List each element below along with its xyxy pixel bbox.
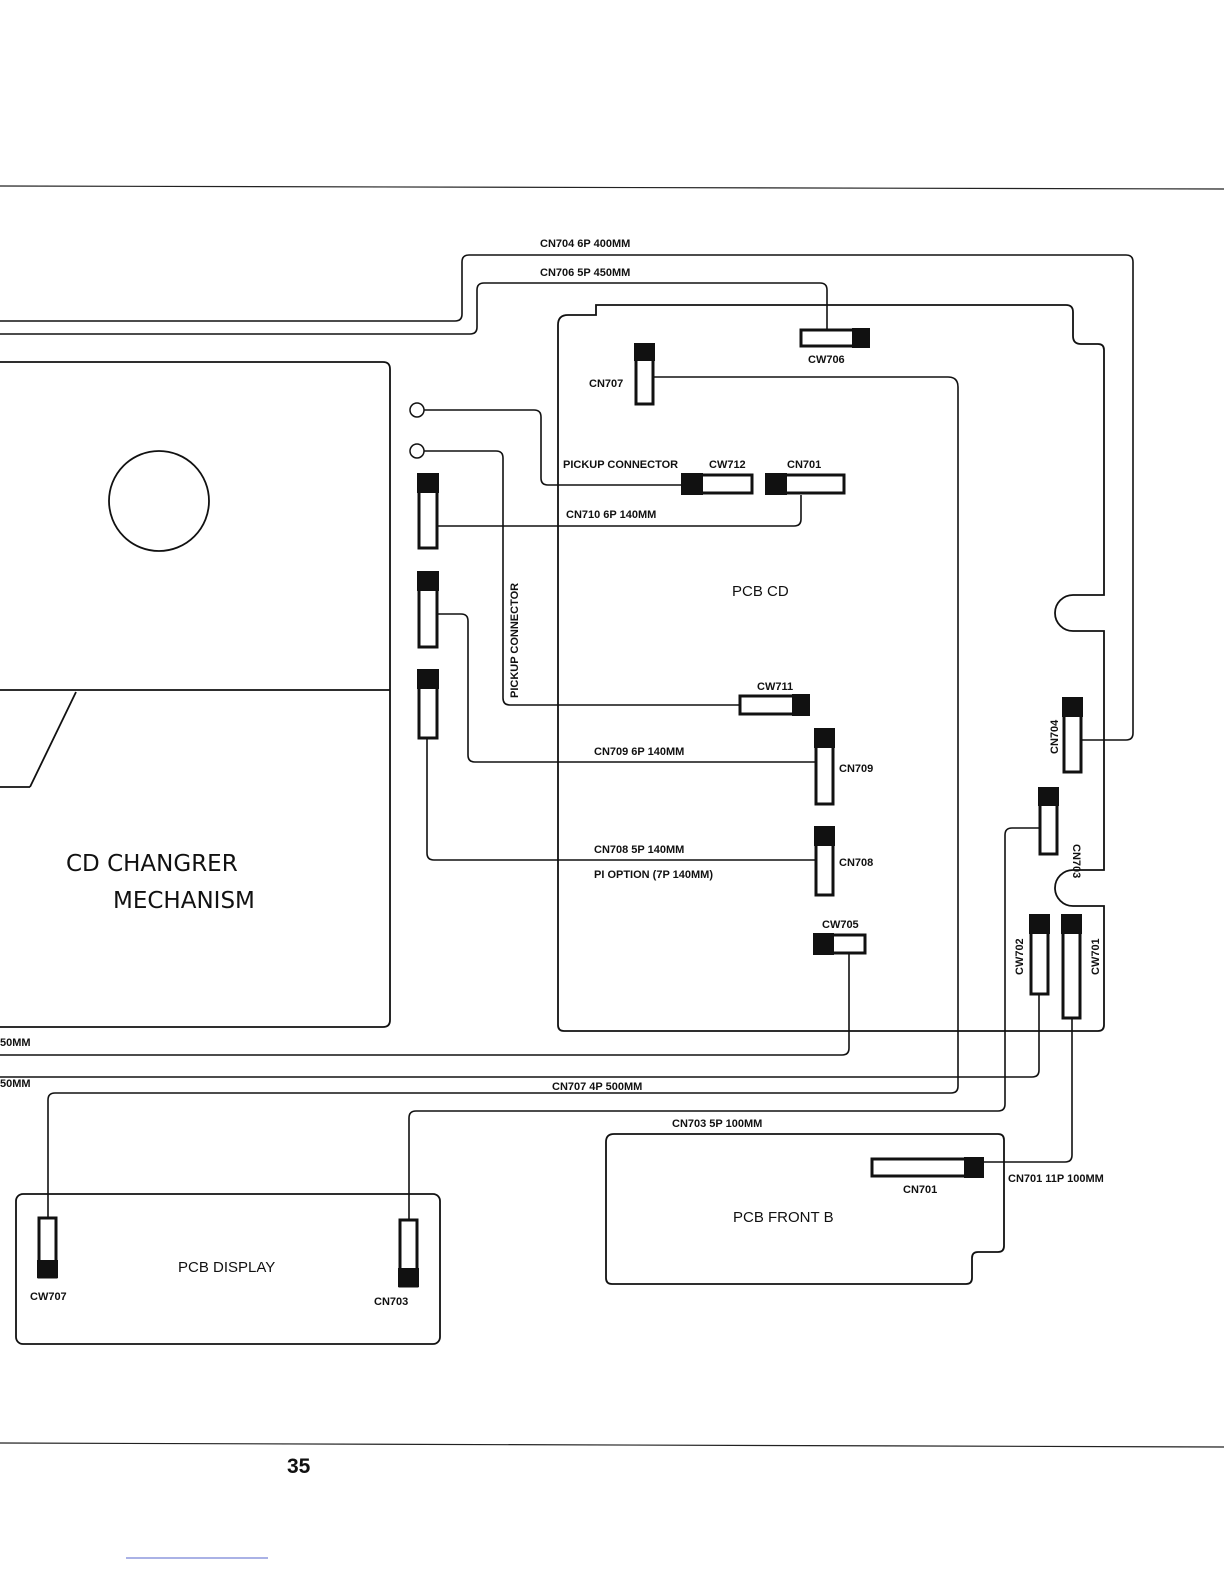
pcb-cd-label: PCB CD [732,583,789,600]
cn708-mech-connector [417,669,439,740]
connector-label-cw701-edge: CW701 [1090,938,1102,975]
cn707-cd-connector [634,343,655,406]
pcb-cd-outline [557,304,1105,1032]
connector-label-cw706: CW706 [808,354,845,366]
cable-label-cn701: CN701 11P 100MM [1008,1173,1104,1185]
pcb-front-b-outline [605,1133,1005,1285]
pcb-display-label: PCB DISPLAY [178,1259,275,1276]
connector-label-cn701: CN701 [787,459,821,471]
cable-label-cn709: CN709 6P 140MM [594,746,684,758]
cw712-connector [681,473,754,495]
cn701-cd-connector [765,473,846,495]
cn709-connector [814,728,835,806]
cable-label-cn703: CN703 5P 100MM [672,1118,762,1130]
connector-label-cn708: CN708 [839,857,873,869]
connector-label-cw711: CW711 [757,681,793,693]
disc-spindle-outline [108,450,210,552]
cn701-front-connector [870,1157,984,1178]
connector-label-cn701-front: CN701 [903,1184,937,1196]
mechanism-label-line1: CD CHANGRER [66,851,238,877]
connector-label-cw702-edge: CW702 [1014,938,1026,975]
pcb-display-outline [15,1193,441,1345]
pickup-terminal-2 [409,443,425,459]
cn704-edge-connector [1062,697,1083,774]
mechanism-label-line2: MECHANISM [113,888,255,914]
cd-changer-mechanism [0,361,425,1028]
cn709-mech-connector [417,571,439,649]
cable-label-cn708: CN708 5P 140MM [594,844,684,856]
connector-label-cn709: CN709 [839,763,873,775]
page-number: 35 [287,1455,311,1478]
cn710-mech-connector [417,473,439,550]
pcb-front-b-label: PCB FRONT B [733,1209,834,1226]
connector-label-cn703-display: CN703 [374,1296,408,1308]
cable-label-cn707: CN707 4P 500MM [552,1081,642,1093]
connector-label-cn703-edge: CN703 [1070,844,1082,878]
cw701-edge-connector [1061,914,1082,1020]
bottom-rule [0,1442,1224,1448]
wire-harness [0,254,1134,1220]
cable-label-cn704: CN704 6P 400MM [540,238,630,250]
connector-label-cw707-display: CW707 [30,1291,67,1303]
connector-label-cw705: CW705 [822,919,859,931]
connector-label-cn707: CN707 [589,378,623,390]
connector-label-cn704-edge: CN704 [1049,719,1061,754]
cn703-display-connector [398,1218,419,1288]
cw705-connector [813,933,867,955]
cable-label-left-lower: 50MM [0,1078,31,1090]
cn708-connector [814,826,835,897]
pickup-connector-label: PICKUP CONNECTOR [563,459,678,471]
top-rule [0,185,1224,190]
cn703-edge-connector [1038,787,1059,856]
cw706-connector [799,328,870,348]
cw711-connector [738,694,810,716]
cw707-display-connector [37,1216,58,1279]
cable-label-left-upper: 50MM [0,1037,31,1049]
cable-label-cn706: CN706 5P 450MM [540,267,630,279]
cw702-edge-connector [1029,914,1050,996]
connectors [37,328,1083,1288]
connector-label-cw712: CW712 [709,459,746,471]
cable-label-pi-option: PI OPTION (7P 140MM) [594,869,713,881]
pickup-terminal-1 [409,402,425,418]
pickup-connector-vertical-label: PICKUP CONNECTOR [509,583,521,698]
cable-label-cn710: CN710 6P 140MM [566,509,656,521]
